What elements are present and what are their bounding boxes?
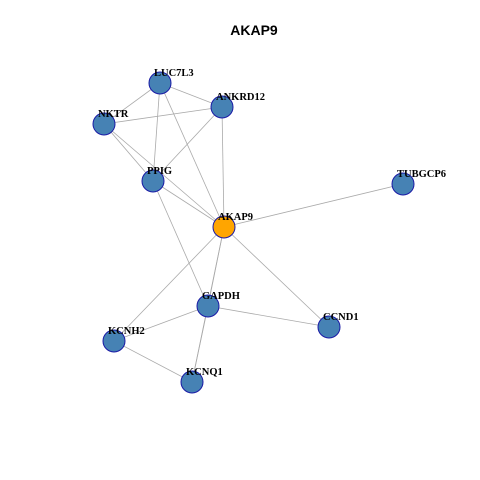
node-akap9[interactable] bbox=[212, 215, 236, 239]
node-label-ankrd12: ANKRD12 bbox=[216, 92, 265, 103]
edge-akap9-tubgcp6 bbox=[223, 183, 404, 228]
edge-akap9-kcnh2 bbox=[113, 226, 225, 342]
edge-gapdh-kcnq1 bbox=[191, 305, 209, 383]
node-label-nktr: NKTR bbox=[98, 109, 129, 120]
node-tubgcp6[interactable] bbox=[391, 172, 415, 196]
node-label-ccnd1: CCND1 bbox=[323, 312, 359, 323]
edge-gapdh-ccnd1 bbox=[207, 305, 330, 328]
edge-ankrd12-akap9 bbox=[221, 106, 225, 228]
node-label-tubgcp6: TUBGCP6 bbox=[397, 169, 446, 180]
node-label-kcnh2: KCNH2 bbox=[108, 326, 145, 337]
node-nktr[interactable] bbox=[92, 112, 116, 136]
node-label-akap9: AKAP9 bbox=[218, 212, 253, 223]
graph-title: AKAP9 bbox=[230, 22, 278, 38]
edge-nktr-ankrd12 bbox=[103, 106, 223, 125]
node-luc7l3[interactable] bbox=[148, 71, 172, 95]
edge-nktr-akap9 bbox=[103, 123, 225, 228]
node-kcnh2[interactable] bbox=[102, 329, 126, 353]
edge-ankrd12-ppig bbox=[152, 106, 223, 182]
node-ankrd12[interactable] bbox=[210, 95, 234, 119]
node-ppig[interactable] bbox=[141, 169, 165, 193]
edge-kcnh2-kcnq1 bbox=[113, 340, 193, 383]
node-gapdh[interactable] bbox=[196, 294, 220, 318]
edge-ppig-gapdh bbox=[152, 180, 209, 307]
node-kcnq1[interactable] bbox=[180, 370, 204, 394]
node-label-ppig: PPIG bbox=[147, 166, 172, 177]
edges-layer bbox=[103, 82, 404, 383]
edge-luc7l3-akap9 bbox=[159, 82, 225, 228]
edge-gapdh-kcnh2 bbox=[113, 305, 209, 342]
nodes-layer bbox=[92, 71, 415, 394]
edge-luc7l3-ppig bbox=[152, 82, 161, 182]
node-label-kcnq1: KCNQ1 bbox=[186, 367, 223, 378]
node-label-gapdh: GAPDH bbox=[202, 291, 240, 302]
edge-ppig-akap9 bbox=[152, 180, 225, 228]
node-label-luc7l3: LUC7L3 bbox=[154, 68, 194, 79]
node-ccnd1[interactable] bbox=[317, 315, 341, 339]
edge-akap9-ccnd1 bbox=[223, 226, 330, 328]
edge-nktr-ppig bbox=[103, 123, 154, 182]
edge-luc7l3-nktr bbox=[103, 82, 161, 125]
